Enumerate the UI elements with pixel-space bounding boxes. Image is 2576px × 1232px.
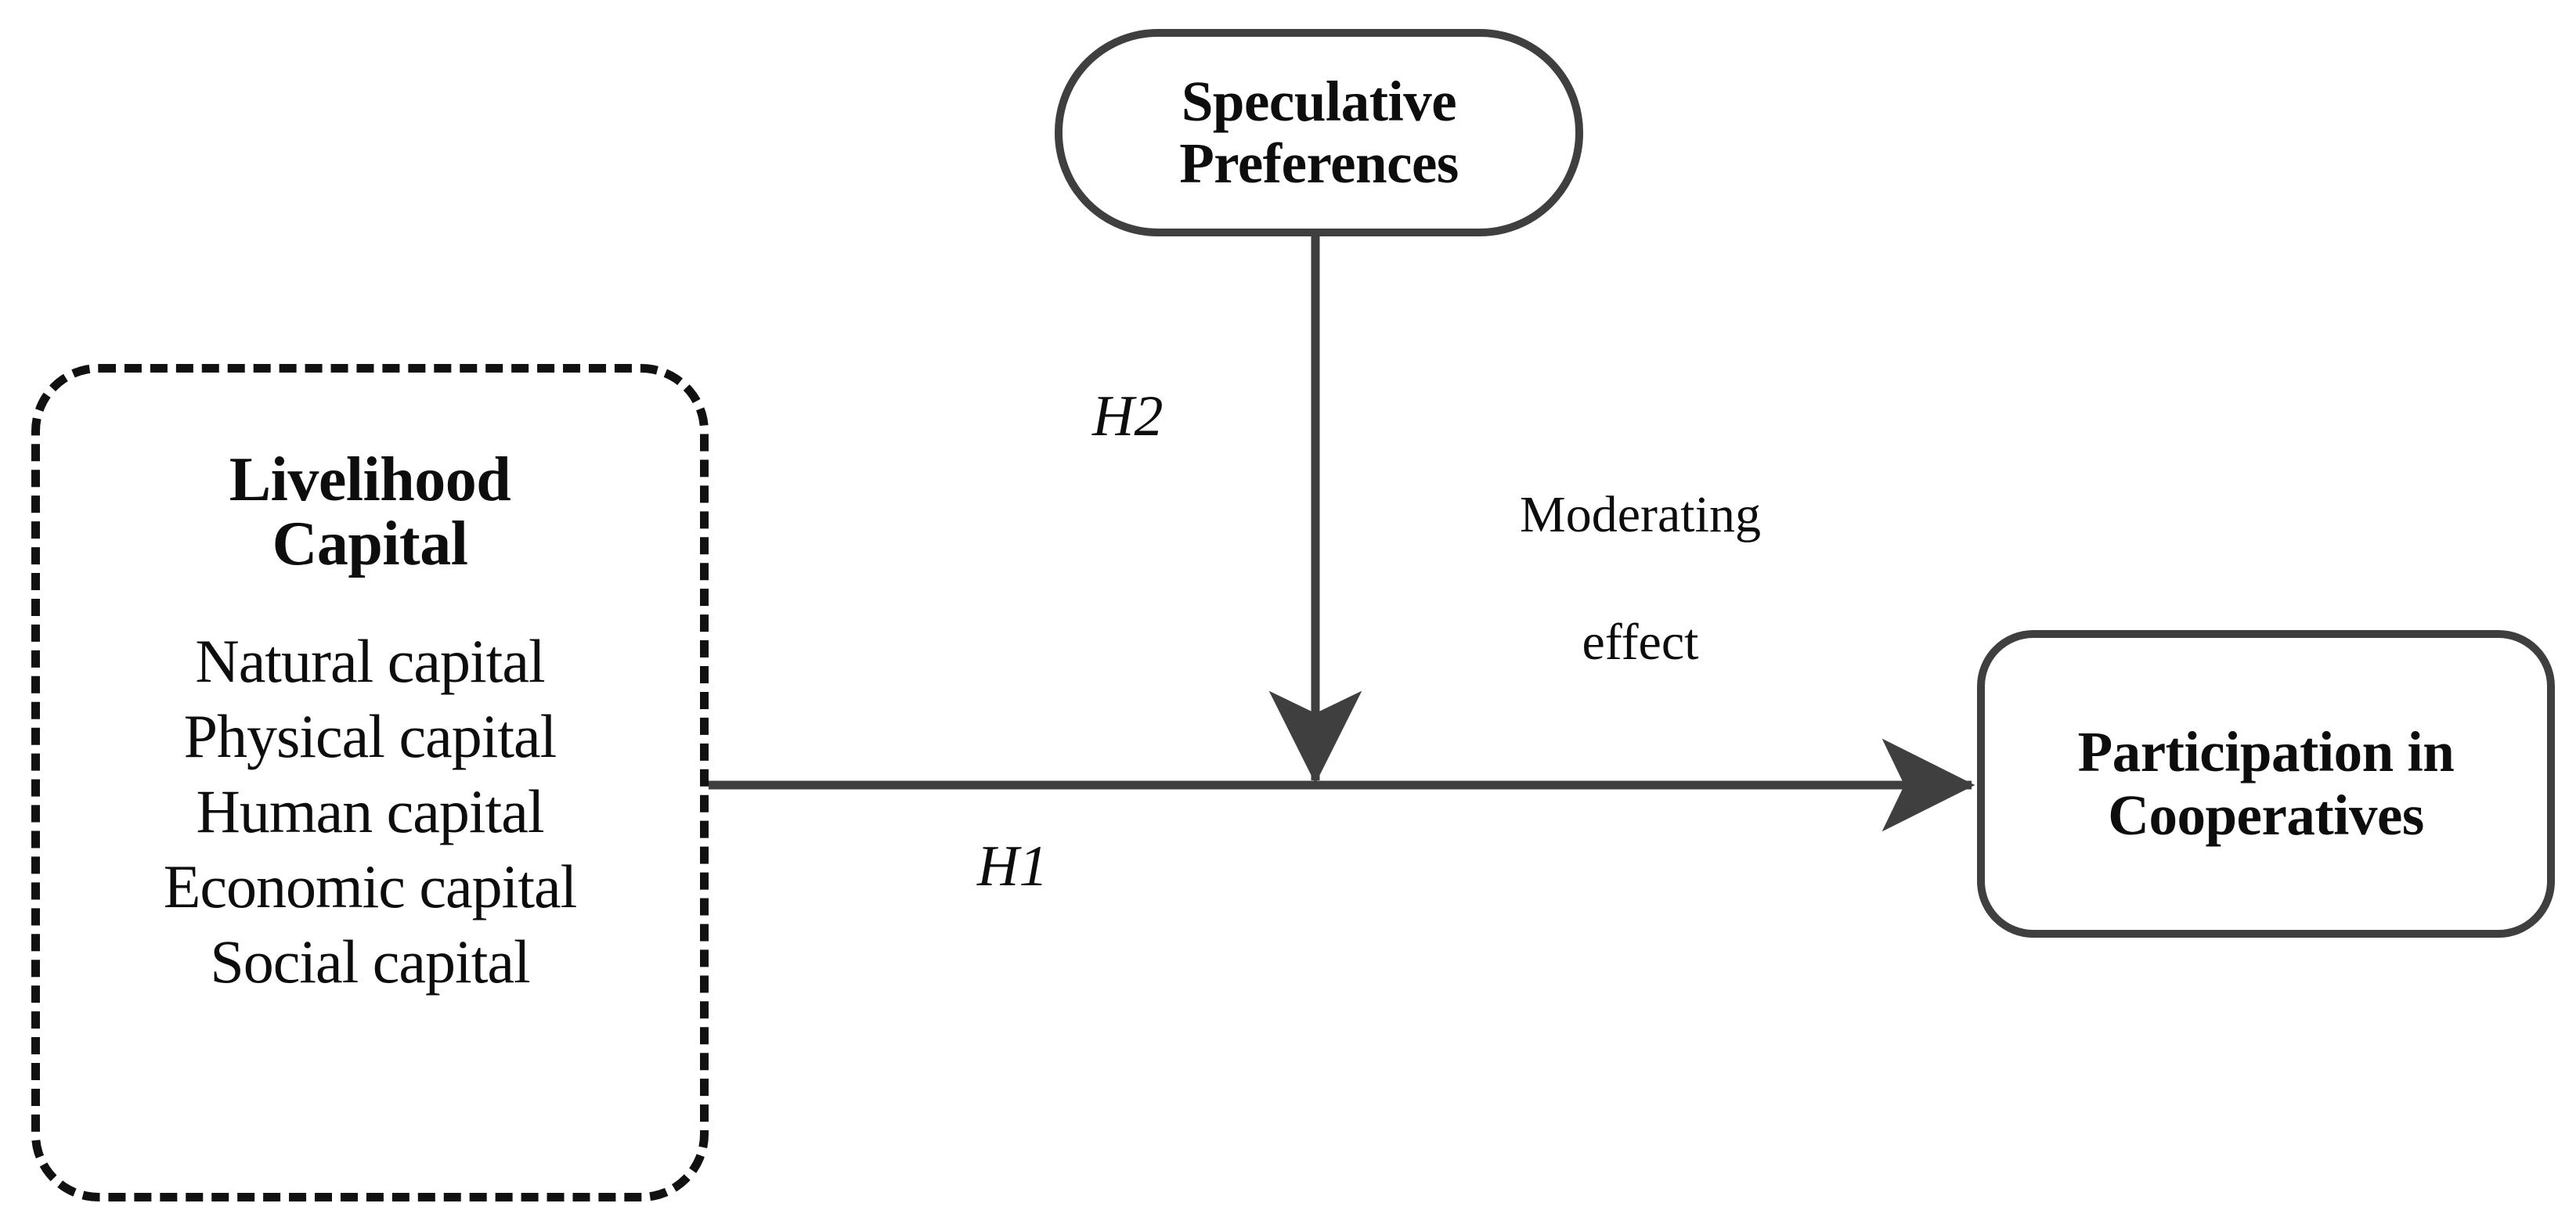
list-item: Natural capital [195, 626, 545, 695]
list-item: Physical capital [183, 701, 557, 770]
speculative-title-line-2: Preferences [1179, 131, 1459, 195]
livelihood-title-line-1: Livelihood [229, 445, 511, 514]
list-item: Economic capital [163, 852, 578, 920]
livelihood-capital-title: Livelihood Capital [40, 448, 700, 577]
livelihood-title-line-2: Capital [272, 510, 468, 579]
edge-label-h1: H1 [977, 834, 1048, 899]
list-item: Human capital [196, 776, 545, 845]
livelihood-capital-item-list: Natural capital Physical capital Human c… [40, 624, 700, 1000]
node-speculative-preferences[interactable]: Speculative Preferences [1055, 29, 1583, 236]
participation-title-line-2: Cooperatives [2108, 783, 2424, 847]
participation-title-line-1: Participation in [2077, 720, 2455, 784]
node-participation-in-cooperatives[interactable]: Participation in Cooperatives [1977, 630, 2555, 938]
edge-label-h2: H2 [1092, 384, 1164, 448]
edge-label-moderating-effect: Moderating effect [1472, 419, 1809, 675]
node-livelihood-capital[interactable]: Livelihood Capital Natural capital Physi… [31, 364, 709, 1201]
moderating-label-line-1: Moderating [1520, 485, 1761, 543]
moderating-label-line-2: effect [1582, 614, 1699, 672]
list-item: Social capital [210, 927, 530, 996]
speculative-title-line-1: Speculative [1181, 69, 1457, 133]
